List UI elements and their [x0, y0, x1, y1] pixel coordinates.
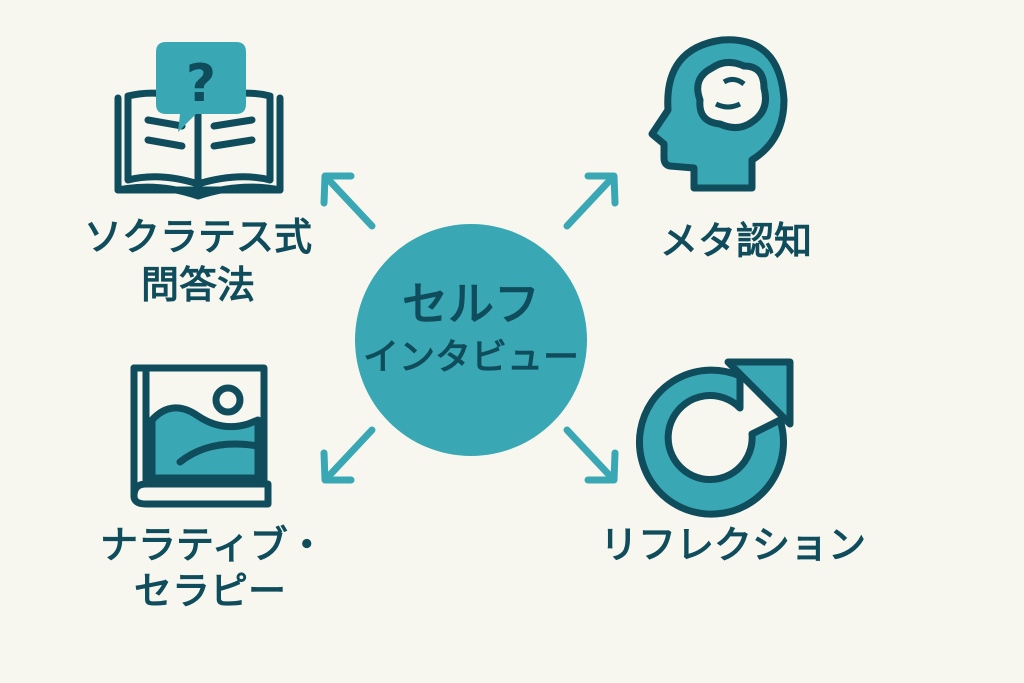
picture-book-icon	[130, 364, 272, 508]
center-label-line2: インタビュー	[362, 337, 579, 378]
arrow-to-metacognition	[563, 172, 619, 230]
label-narrative-line1: ナラティブ・	[100, 523, 326, 567]
label-socratic-line2: 問答法	[140, 263, 255, 307]
speech-bubble-icon: ?	[156, 42, 246, 132]
arrow-to-socratic	[320, 172, 376, 230]
arrow-to-narrative	[320, 426, 376, 484]
head-brain-icon	[648, 36, 788, 192]
book-question-icon	[114, 89, 284, 200]
label-metacognition: メタ認知	[659, 219, 812, 263]
center-circle	[355, 224, 587, 456]
center-label-line1: セルフ	[402, 277, 540, 331]
circular-arrow-icon	[636, 358, 794, 518]
label-narrative-line2: セラピー	[133, 569, 286, 613]
arrow-to-reflection	[563, 426, 619, 484]
label-reflection: リフレクション	[599, 523, 866, 567]
question-mark-icon: ?	[186, 54, 216, 114]
label-socratic-line1: ソクラテス式	[83, 215, 312, 259]
